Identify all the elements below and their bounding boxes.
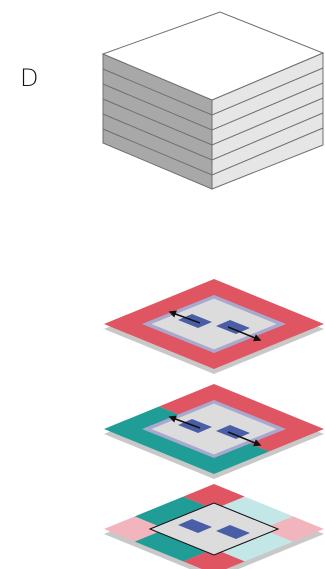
stacked-layers-block bbox=[103, 12, 323, 189]
tile-layer-red bbox=[104, 279, 324, 374]
tile-layer-checker bbox=[104, 484, 324, 569]
tile-layer-red-teal bbox=[104, 384, 324, 479]
